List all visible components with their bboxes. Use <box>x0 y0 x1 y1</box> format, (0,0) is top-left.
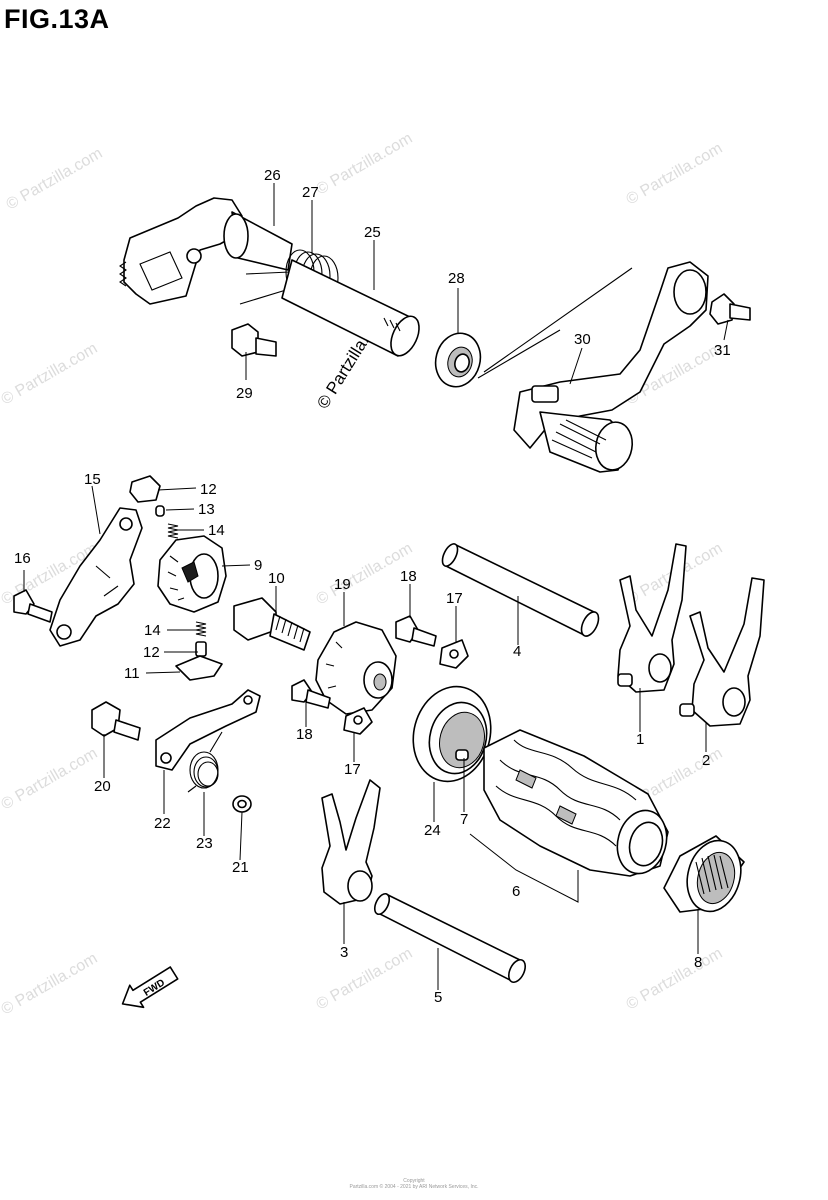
watermark: © Partzilla.com <box>624 140 726 209</box>
part-26-shift-shaft-arm <box>119 197 293 305</box>
part-12-cap-bottom <box>195 641 207 657</box>
part-7-pin <box>455 749 469 761</box>
callout-25: 25 <box>364 224 381 241</box>
callout-11: 11 <box>124 665 140 682</box>
part-18-screw-bottom <box>291 679 331 709</box>
watermark: © Partzilla.com <box>0 340 100 409</box>
part-9-cam-gear <box>157 535 227 613</box>
callout-14-bottom: 14 <box>144 622 161 639</box>
part-4-fork-shaft <box>441 543 600 637</box>
part-28-oil-seal <box>434 332 482 388</box>
watermark: © Partzilla.com <box>4 145 106 214</box>
part-31-bolt <box>709 293 751 325</box>
callout-23: 23 <box>196 835 213 852</box>
part-1-shift-fork <box>617 543 687 693</box>
part-15-cam-stopper-plate <box>49 507 143 647</box>
part-2-shift-fork <box>679 577 765 727</box>
callout-27: 27 <box>302 184 319 201</box>
callout-20: 20 <box>94 778 111 795</box>
callout-8: 8 <box>694 954 702 971</box>
callout-4: 4 <box>513 643 521 660</box>
figure-title: FIG.13A <box>4 4 110 34</box>
callout-26: 26 <box>264 167 281 184</box>
callout-15: 15 <box>84 471 101 488</box>
callout-9: 9 <box>254 557 262 574</box>
part-13-pin <box>155 505 165 517</box>
part-12-cap-top <box>129 475 161 503</box>
footer-copyright: Copyright <box>403 1178 425 1184</box>
part-8-needle-bearing <box>663 835 745 913</box>
part-11-pawl <box>175 655 223 681</box>
part-23-spring <box>187 731 223 793</box>
part-18-screw-top <box>395 615 437 647</box>
watermark: © Partzilla.com <box>624 945 726 1014</box>
callout-5: 5 <box>434 989 442 1006</box>
callout-24: 24 <box>424 822 441 839</box>
callout-30: 30 <box>574 331 591 348</box>
part-17-washer-bottom <box>343 707 373 735</box>
part-17-washer-top <box>439 639 469 669</box>
callout-labels: 26 27 25 28 29 30 31 15 12 13 14 9 16 10… <box>14 167 731 1006</box>
part-21-washer <box>232 795 252 813</box>
part-6-cam-drum <box>483 729 669 877</box>
leader-lines <box>23 183 729 990</box>
part-3-shift-fork <box>321 779 381 905</box>
callout-10: 10 <box>268 570 285 587</box>
part-19-cam-plate <box>315 621 397 715</box>
callout-3: 3 <box>340 944 348 961</box>
footer-notice: Partzilla.com © 2004 - 2021 by ARI Netwo… <box>349 1184 479 1190</box>
callout-29: 29 <box>236 385 253 402</box>
watermark: © Partzilla.com <box>314 945 416 1014</box>
callout-14-top: 14 <box>208 522 225 539</box>
callout-28: 28 <box>448 270 465 287</box>
callout-1: 1 <box>636 731 644 748</box>
part-30-gearshift-lever <box>477 261 709 473</box>
callout-22: 22 <box>154 815 171 832</box>
callout-16: 16 <box>14 550 31 567</box>
callout-31: 31 <box>714 342 731 359</box>
callout-2: 2 <box>702 752 710 769</box>
watermark: © Partzilla.com <box>0 745 100 814</box>
part-20-bolt <box>91 701 141 741</box>
watermark: © Partzilla.com <box>0 950 100 1019</box>
watermark: © Partzilla.com <box>314 130 416 199</box>
callout-18-bottom: 18 <box>296 726 313 743</box>
part-29-bolt <box>231 323 277 357</box>
callout-7: 7 <box>460 811 468 828</box>
callout-12-bottom: 12 <box>143 644 160 661</box>
part-14-spring-top <box>167 523 179 539</box>
callout-17-bottom: 17 <box>344 761 361 778</box>
callout-12-top: 12 <box>200 481 217 498</box>
part-22-stopper-arm <box>155 689 261 771</box>
part-14-spring-bottom <box>195 621 207 637</box>
callout-6: 6 <box>512 883 520 900</box>
callout-18-top: 18 <box>400 568 417 585</box>
part-10-shaft-bolt <box>233 597 311 651</box>
part-25-shift-shaft <box>281 259 420 357</box>
part-16-screw <box>13 589 53 623</box>
callout-19: 19 <box>334 576 351 593</box>
callout-17-top: 17 <box>446 590 463 607</box>
fwd-arrow-icon: FWD <box>121 966 179 1009</box>
part-24-bearing <box>412 685 492 783</box>
part-5-fork-shaft <box>373 892 527 984</box>
callout-21: 21 <box>232 859 249 876</box>
callout-13: 13 <box>198 501 215 518</box>
footer: Copyright Partzilla.com © 2004 - 2021 by… <box>0 1178 828 1190</box>
